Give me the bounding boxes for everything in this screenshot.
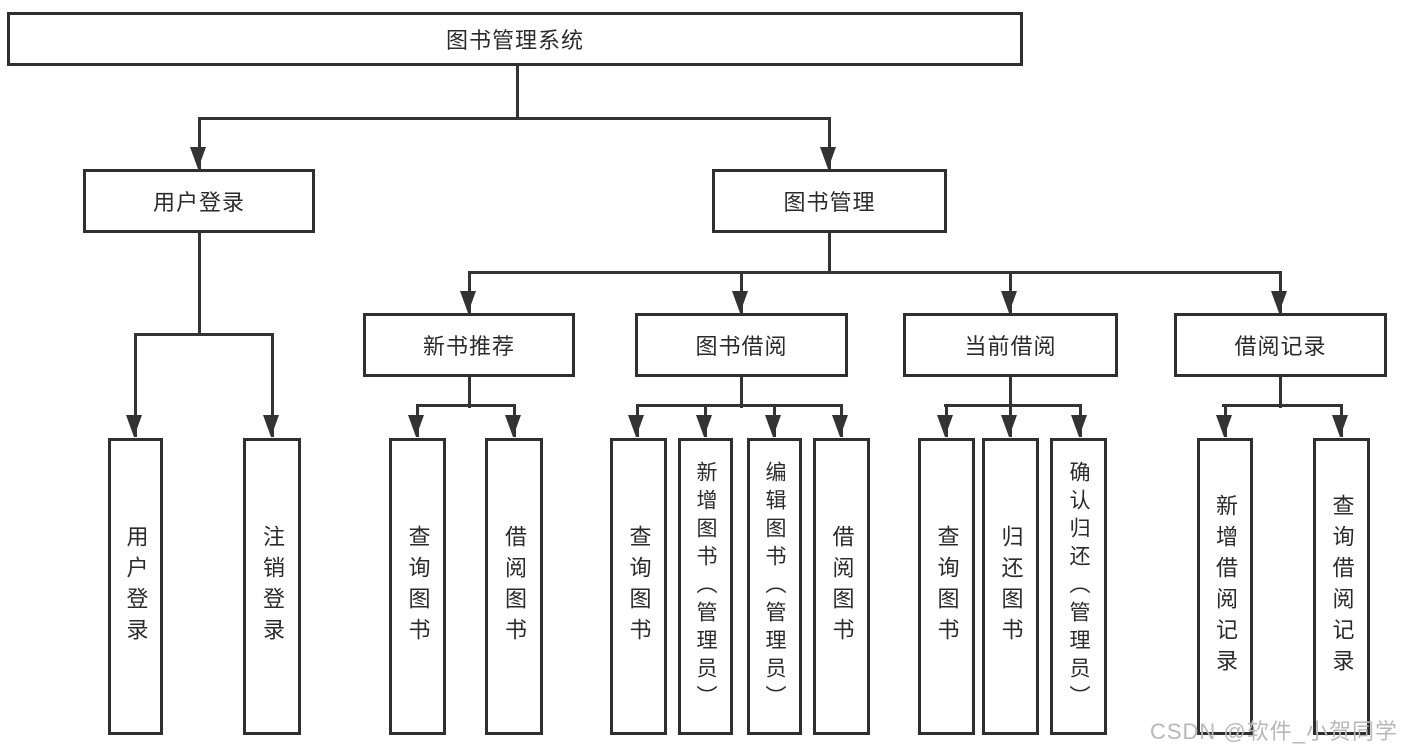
connector-arrow-cb-query xyxy=(937,404,953,437)
leaf-cb-query: 查询图书 xyxy=(918,438,975,735)
connector-arrow-new-book-rec xyxy=(460,271,476,313)
connector-bb-trunk xyxy=(740,377,743,408)
node-user-login-label: 用户登录 xyxy=(152,190,245,215)
leaf-br-query-label: 查询借阅记录 xyxy=(1329,493,1355,680)
node-book-borrow: 图书借阅 xyxy=(635,313,848,377)
connector-arrow-nb-borrow xyxy=(505,404,521,437)
leaf-nb-query-label: 查询图书 xyxy=(405,524,431,649)
leaf-bb-edit-label: 编辑图书（管理员） xyxy=(763,460,786,713)
node-book-borrow-label: 图书借阅 xyxy=(695,334,788,359)
node-book-mgmt-label: 图书管理 xyxy=(783,190,876,215)
leaf-nb-borrow: 借阅图书 xyxy=(485,438,543,735)
connector-arrow-cb-confirm xyxy=(1071,404,1087,437)
leaf-bb-query-label: 查询图书 xyxy=(626,524,652,649)
connector-cb-branch xyxy=(944,404,1082,407)
node-user-login: 用户登录 xyxy=(83,169,315,233)
leaf-br-add: 新增借阅记录 xyxy=(1197,438,1253,735)
connector-arrow-user-login xyxy=(190,117,206,169)
connector-user-branch xyxy=(134,333,274,336)
leaf-nb-query: 查询图书 xyxy=(389,438,446,735)
connector-mgmt-trunk xyxy=(828,233,831,274)
node-new-book-rec: 新书推荐 xyxy=(363,313,575,377)
node-current-borrow: 当前借阅 xyxy=(903,313,1118,377)
connector-arrow-cb-return xyxy=(1001,404,1017,437)
node-root-label: 图书管理系统 xyxy=(445,28,584,53)
connector-arrow-nb-query xyxy=(408,404,424,437)
connector-cb-trunk xyxy=(1009,377,1012,408)
node-current-borrow-label: 当前借阅 xyxy=(964,334,1057,359)
connector-arrow-br-add xyxy=(1216,404,1232,437)
connector-arrow-ul-login xyxy=(126,333,142,437)
leaf-bb-edit: 编辑图书（管理员） xyxy=(747,438,802,735)
connector-bb-branch xyxy=(636,404,842,407)
node-root: 图书管理系统 xyxy=(7,12,1023,66)
connector-arrow-current-borrow xyxy=(1001,271,1017,313)
connector-br-trunk xyxy=(1279,377,1282,408)
leaf-br-add-label: 新增借阅记录 xyxy=(1213,493,1238,680)
leaf-ul-login: 用户登录 xyxy=(108,438,163,735)
connector-nb-branch xyxy=(416,404,516,407)
connector-arrow-borrow-records xyxy=(1271,271,1287,313)
connector-arrow-bb-edit xyxy=(765,404,781,437)
leaf-bb-add: 新增图书（管理员） xyxy=(678,438,733,735)
node-borrow-records-label: 借阅记录 xyxy=(1234,334,1327,359)
leaf-bb-borrow: 借阅图书 xyxy=(813,438,870,735)
node-book-mgmt: 图书管理 xyxy=(712,169,947,233)
leaf-cb-return-label: 归还图书 xyxy=(998,524,1024,649)
connector-arrow-bb-query xyxy=(628,404,644,437)
connector-arrow-book-borrow xyxy=(732,271,748,313)
connector-user-trunk xyxy=(198,233,201,336)
leaf-cb-return: 归还图书 xyxy=(982,438,1039,735)
leaf-bb-query: 查询图书 xyxy=(610,438,667,735)
leaf-bb-add-label: 新增图书（管理员） xyxy=(694,460,717,713)
node-borrow-records: 借阅记录 xyxy=(1174,313,1387,377)
connector-arrow-bb-add xyxy=(696,404,712,437)
connector-mgmt-branch xyxy=(468,271,1282,274)
leaf-cb-query-label: 查询图书 xyxy=(934,524,960,649)
connector-arrow-br-query xyxy=(1332,404,1348,437)
leaf-nb-borrow-label: 借阅图书 xyxy=(502,524,527,649)
connector-br-branch xyxy=(1222,404,1343,407)
node-new-book-rec-label: 新书推荐 xyxy=(422,334,515,359)
connector-level1-branch xyxy=(198,117,831,120)
leaf-br-query: 查询借阅记录 xyxy=(1313,438,1370,735)
leaf-bb-borrow-label: 借阅图书 xyxy=(829,524,855,649)
connector-root-trunk xyxy=(516,66,519,120)
leaf-ul-login-label: 用户登录 xyxy=(123,524,149,649)
leaf-ul-logout-label: 注销登录 xyxy=(260,524,285,649)
connector-nb-trunk xyxy=(468,377,471,408)
leaf-cb-confirm: 确认归还（管理员） xyxy=(1050,438,1107,735)
connector-arrow-ul-logout xyxy=(263,333,279,437)
leaf-cb-confirm-label: 确认归还（管理员） xyxy=(1067,460,1090,713)
leaf-ul-logout: 注销登录 xyxy=(243,438,301,735)
connector-arrow-book-mgmt xyxy=(820,117,836,169)
connector-arrow-bb-borrow xyxy=(832,404,848,437)
csdn-watermark: CSDN @软件_小贺同学 xyxy=(1149,719,1398,744)
